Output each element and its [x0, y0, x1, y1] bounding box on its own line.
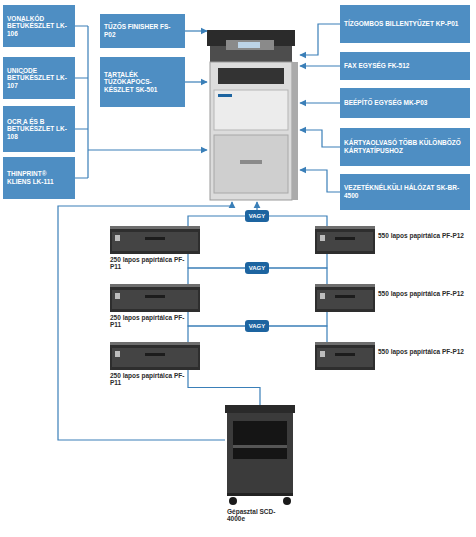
- tray-drawing: [315, 342, 375, 370]
- option-box: KÁRTYAOLVASÓ TÖBB KÜLÖNBÖZŐ KÁRTYATÍPUSH…: [340, 128, 470, 166]
- option-label: TARTALÉK TŰZŐKAPOCS-KÉSZLET SK-501: [104, 71, 181, 94]
- option-box: TARTALÉK TŰZŐKAPOCS-KÉSZLET SK-501: [100, 57, 185, 107]
- brand-mark: [218, 94, 232, 97]
- paper-tray: 250 lapos papírtálca PF-P11: [110, 342, 200, 370]
- option-label: 250 lapos papírtálca PF-P11: [110, 314, 185, 329]
- tray-drawing: [110, 342, 200, 370]
- option-label: Gépasztal SCD-4000e: [227, 508, 279, 523]
- option-box: THINPRINT® KLIENS LK-111: [3, 157, 75, 199]
- option-box: TŰZŐS FINISHER FS-P02: [100, 14, 185, 48]
- or-badge: VAGY: [245, 320, 269, 332]
- tray-drawing: [315, 284, 375, 312]
- tray-connector: [188, 312, 245, 326]
- paper-tray: 250 lapos papírtálca PF-P11: [110, 284, 200, 312]
- option-box: VONALKÓD BETŰKÉSZLET LK-106: [3, 5, 75, 47]
- leader-line: [300, 65, 340, 66]
- printer-illustration: [207, 30, 298, 200]
- option-label: FAX EGYSÉG FK-512: [344, 62, 466, 70]
- option-label: 550 lapos papírtálca PF-P12: [378, 232, 473, 239]
- option-label: BEÉPÍTŐ EGYSÉG MK-P03: [344, 99, 466, 107]
- leader-line: [300, 24, 340, 55]
- tray-connector: [188, 268, 245, 284]
- tray-connector: [269, 268, 327, 284]
- leader-line: [300, 102, 340, 103]
- leader-line: [185, 81, 207, 82]
- printer-body: [210, 62, 292, 200]
- or-badge: VAGY: [245, 262, 269, 274]
- option-box: BEÉPÍTŐ EGYSÉG MK-P03: [340, 88, 470, 118]
- option-label: 250 lapos papírtálca PF-P11: [110, 256, 185, 271]
- paper-tray: 550 lapos papírtálca PF-P12: [315, 284, 375, 312]
- option-label: VONALKÓD BETŰKÉSZLET LK-106: [7, 15, 71, 38]
- option-box: FAX EGYSÉG FK-512: [340, 52, 470, 80]
- drawer-handle: [240, 160, 262, 164]
- option-label: 250 lapos papírtálca PF-P11: [110, 372, 185, 387]
- tray-connector: [188, 254, 245, 268]
- output-slot: [218, 68, 284, 84]
- option-label: UNICODE BETŰKÉSZLET LK-107: [7, 67, 71, 90]
- leader-line: [300, 130, 340, 147]
- option-label: TŰZŐS FINISHER FS-P02: [104, 23, 181, 38]
- leader-line: [185, 30, 207, 31]
- option-label: VEZETÉKNÉLKÜLI HÁLÓZAT SK-BR-4500: [344, 184, 466, 199]
- option-box: OCR A ÉS B BETŰKÉSZLET LK-108: [3, 106, 75, 152]
- tray-connector: [269, 312, 327, 326]
- option-label: KÁRTYAOLVASÓ TÖBB KÜLÖNBÖZŐ KÁRTYATÍPUSH…: [344, 139, 466, 154]
- paper-tray: 550 lapos papírtálca PF-P12: [315, 342, 375, 370]
- leader-line: [300, 170, 340, 192]
- tray-connector: [188, 216, 245, 226]
- tray-drawing: [315, 226, 375, 254]
- machine-stand: Gépasztal SCD-4000e: [225, 405, 295, 505]
- tray-drawing: [110, 284, 200, 312]
- paper-tray: 550 lapos papírtálca PF-P12: [315, 226, 375, 254]
- option-label: 550 lapos papírtálca PF-P12: [378, 348, 473, 355]
- paper-drawer: [214, 135, 288, 193]
- leader-lines: [58, 24, 340, 440]
- tray-connector: [269, 326, 327, 342]
- leader-line: [256, 202, 257, 210]
- option-label: OCR A ÉS B BETŰKÉSZLET LK-108: [7, 118, 71, 141]
- option-box: TÍZGOMBOS BILLENTYŰZET KP-P01: [340, 5, 470, 43]
- paper-tray: 250 lapos papírtálca PF-P11: [110, 226, 200, 254]
- option-box: VEZETÉKNÉLKÜLI HÁLÓZAT SK-BR-4500: [340, 174, 470, 210]
- or-badge: VAGY: [245, 210, 269, 222]
- option-label: TÍZGOMBOS BILLENTYŰZET KP-P01: [344, 20, 466, 28]
- or-label: VAGY: [249, 213, 266, 219]
- panel-screen: [238, 42, 260, 48]
- tray-drawing: [110, 226, 200, 254]
- or-label: VAGY: [249, 323, 266, 329]
- control-panel: [226, 40, 274, 50]
- stand-drawing: [225, 405, 295, 505]
- tray-connector: [188, 370, 260, 405]
- printer-side: [292, 62, 298, 200]
- option-label: 550 lapos papírtálca PF-P12: [378, 290, 473, 297]
- front-panel: [214, 90, 288, 130]
- leader-line: [75, 26, 207, 178]
- tray-connector: [188, 326, 245, 342]
- tray-connector: [269, 254, 327, 268]
- or-label: VAGY: [249, 265, 266, 271]
- option-label: THINPRINT® KLIENS LK-111: [7, 170, 71, 185]
- option-box: UNICODE BETŰKÉSZLET LK-107: [3, 57, 75, 99]
- tray-connector: [269, 216, 327, 226]
- leader-line: [58, 202, 232, 440]
